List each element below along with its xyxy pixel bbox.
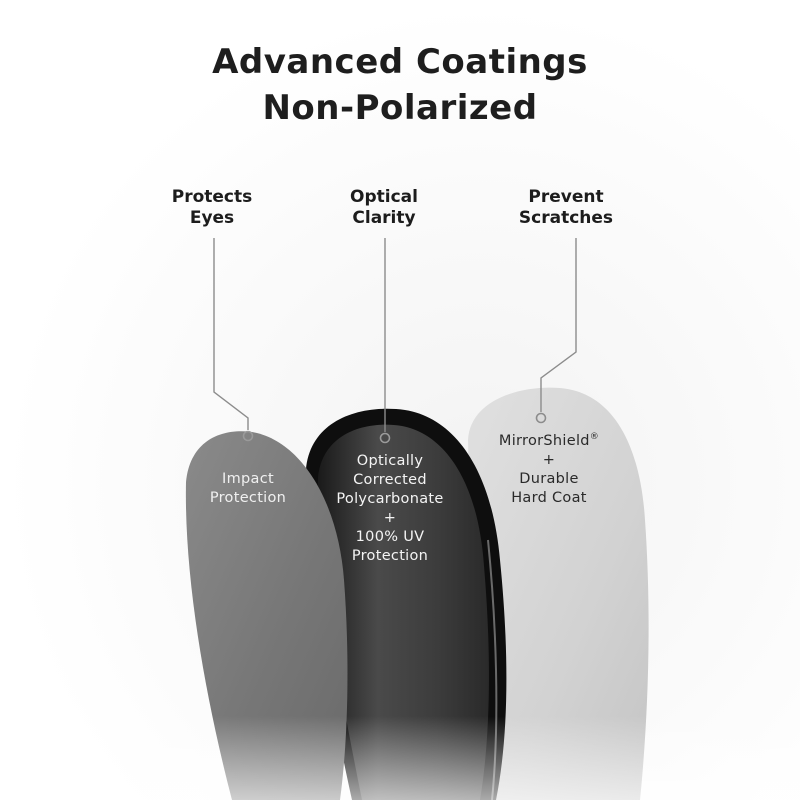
bottom-fade-overlay [0, 560, 800, 800]
callout-anchor-dot-3 [535, 412, 547, 424]
callout-label-line-1: Prevent [528, 187, 604, 207]
callout-label-line-2: Eyes [189, 208, 235, 228]
lens-label-line: Protection [209, 490, 287, 506]
brand-name: MirrorShield [498, 432, 590, 449]
lens-label-brand-line: MirrorShield® [464, 428, 634, 451]
callout-anchor-dot-2 [379, 432, 391, 444]
callout-leader-line-1 [213, 238, 249, 430]
lens-impact-label: Impact Protection [168, 470, 328, 508]
callout-anchor-dot-1 [242, 430, 254, 442]
callout-label-line-2: Scratches [518, 208, 614, 228]
lens-label-line: Durable [519, 470, 579, 487]
lens-label-line: Protection [351, 548, 429, 564]
lens-polycarbonate-label: Optically Corrected Polycarbonate + 100%… [310, 452, 470, 566]
lens-label-line: Polycarbonate [336, 491, 444, 507]
registered-mark: ® [589, 432, 600, 442]
callout-protects-eyes: Protects Eyes [122, 187, 302, 229]
lens-label-line: Impact [222, 471, 274, 487]
page-title-line-2: Non-Polarized [262, 88, 538, 128]
callout-optical-clarity: Optical Clarity [294, 187, 474, 229]
callout-label-line-1: Optical [350, 187, 418, 207]
callout-label-line-2: Clarity [352, 208, 416, 228]
lens-mirrorshield-label: MirrorShield® + Durable Hard Coat [464, 428, 634, 508]
lens-label-line: + [383, 510, 397, 526]
lens-label-line: Optically [356, 453, 424, 469]
callout-prevent-scratches: Prevent Scratches [476, 187, 656, 229]
lens-label-line: 100% UV [355, 529, 425, 545]
lens-label-line: Hard Coat [511, 489, 587, 506]
page-title-line-1: Advanced Coatings [212, 42, 588, 82]
lens-label-line: Corrected [353, 472, 427, 488]
lens-label-line: + [542, 451, 556, 468]
callout-leader-line-3 [540, 238, 577, 412]
callout-label-line-1: Protects [171, 187, 253, 207]
